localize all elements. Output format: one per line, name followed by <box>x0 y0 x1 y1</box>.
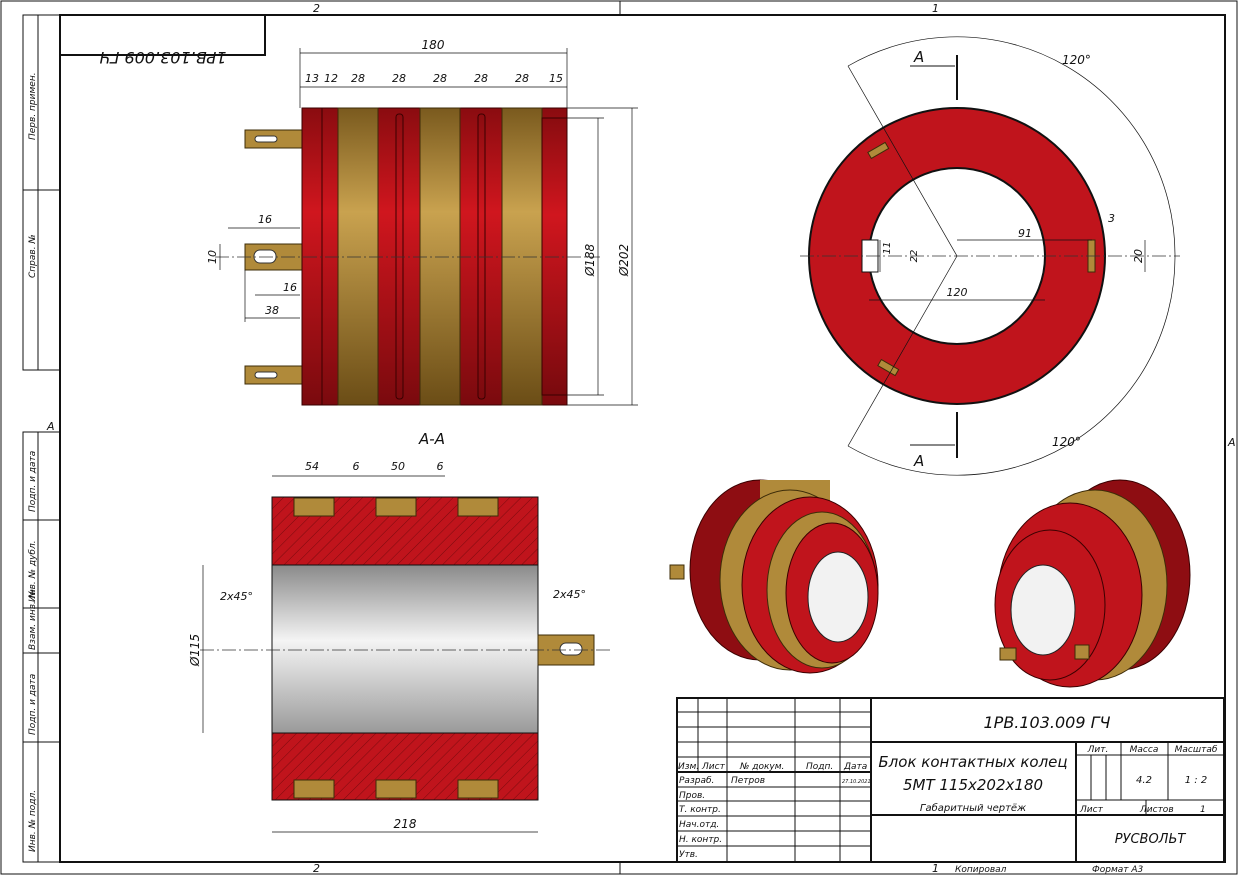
dim-11: 11 <box>882 242 893 255</box>
dim-term-length: 38 <box>265 304 279 317</box>
strip-sprav: Справ. № <box>28 234 38 278</box>
angle-bottom: 120° <box>1052 435 1081 449</box>
dim-segment: 12 <box>324 72 338 85</box>
ring <box>501 107 543 406</box>
sheet-label: Лист <box>1079 805 1104 815</box>
dim-segment: 15 <box>549 72 563 85</box>
bore <box>271 564 539 734</box>
dim-term-width: 16 <box>258 213 272 226</box>
lit-label: Лит. <box>1087 745 1109 755</box>
role-utv: Утв. <box>679 850 698 860</box>
zone-top-right: 1 <box>932 2 939 15</box>
mirrored-designation-box <box>59 14 266 56</box>
mass-value: 4.2 <box>1136 775 1152 786</box>
section-title: А-А <box>418 430 445 448</box>
zone-bottom-right: 1 <box>932 862 939 875</box>
developer-date: 27.10.2021 <box>842 779 871 785</box>
dim-segment: 28 <box>392 72 406 85</box>
dim-section: 50 <box>391 460 405 473</box>
dim-segment: 28 <box>351 72 365 85</box>
dim-term-height: 10 <box>206 250 219 264</box>
dim-section: 54 <box>305 460 319 473</box>
role-prov: Пров. <box>679 791 705 801</box>
dim-segment: 28 <box>433 72 447 85</box>
section-view: А-А 54 6 50 6 218 Ø115 2x45° 2x45° <box>188 430 610 833</box>
company-name: РУСВОЛЬТ <box>1115 832 1187 847</box>
scale-label: Масштаб <box>1175 745 1218 755</box>
dim-section: 6 <box>437 460 444 473</box>
strip-inv-dubl: Инв. № дубл. <box>28 540 38 602</box>
isometric-view-2 <box>994 479 1191 688</box>
zone-side-right: A <box>1227 436 1236 449</box>
mass-label: Масса <box>1130 745 1159 755</box>
left-strip: Перв. примен. Справ. № Подп. и дата Инв.… <box>22 14 61 863</box>
dim-3: 3 <box>1108 212 1115 225</box>
developer-name: Петров <box>731 776 765 786</box>
dim-segment: 28 <box>515 72 529 85</box>
dim-section: 6 <box>353 460 360 473</box>
isometric-view-1 <box>669 479 879 674</box>
zone-side-left: A <box>46 420 55 433</box>
dim-20: 20 <box>1132 249 1145 263</box>
sheets-label: Листов <box>1139 805 1174 815</box>
angle-top: 120° <box>1062 53 1091 67</box>
doc-type: Габаритный чертёж <box>920 802 1026 814</box>
title-line1: Блок контактных колец <box>878 753 1067 771</box>
header-date: Дата <box>843 762 867 772</box>
section-mark-top: А <box>913 48 924 66</box>
header-sign: Подп. <box>806 762 833 772</box>
dim-91: 91 <box>1018 227 1032 240</box>
title-line2: 5МТ 115x202x180 <box>903 776 1043 794</box>
header-izm: Изм. <box>678 762 699 772</box>
title-block: Изм. Лист № докум. Подп. Дата Разраб. Пр… <box>676 697 1225 875</box>
scale-value: 1 : 2 <box>1185 775 1207 786</box>
dim-dia-188: Ø188 <box>583 243 597 277</box>
front-view: А А 120° 120° 91 3 20 11 22 120 <box>800 36 1180 476</box>
sheets-value: 1 <box>1200 805 1206 815</box>
strip-podp-data-2: Подп. и дата <box>28 674 38 735</box>
dim-length-218: 218 <box>394 817 417 831</box>
zone-top-left: 2 <box>313 2 320 15</box>
role-nkontr: Н. контр. <box>679 835 722 845</box>
dim-dia-202: Ø202 <box>617 244 631 277</box>
chamfer-right: 2x45° <box>553 588 586 601</box>
strip-podp-data-1: Подп. и дата <box>28 451 38 512</box>
dim-segment: 28 <box>474 72 488 85</box>
dim-bore-115: Ø115 <box>188 634 202 667</box>
ring <box>337 107 379 406</box>
copied-by: Копировал <box>955 865 1007 875</box>
dim-120: 120 <box>947 286 968 299</box>
role-nachotd: Нач.отд. <box>679 820 719 830</box>
side-view: 180 13 12 28 28 28 28 28 15 Ø188 Ø202 16… <box>206 38 638 406</box>
chamfer-left: 2x45° <box>220 590 253 603</box>
section-mark-bottom: А <box>913 452 924 470</box>
role-tkontr: Т. контр. <box>679 805 721 815</box>
role-razrab: Разраб. <box>679 776 714 786</box>
format: Формат А3 <box>1092 865 1144 875</box>
dim-segment: 13 <box>305 72 319 85</box>
ring <box>419 107 461 406</box>
mirrored-designation: 1РВ.103.009 ГЧ <box>99 48 226 67</box>
dim-22: 22 <box>909 250 920 263</box>
dim-overall-length: 180 <box>422 38 445 52</box>
strip-inv-podl: Инв. № подл. <box>28 790 38 852</box>
strip-vzam-inv: Взам. инв. № <box>28 589 38 650</box>
zone-bottom-left: 2 <box>313 862 320 875</box>
designation: 1РВ.103.009 ГЧ <box>983 713 1110 732</box>
header-list: Лист <box>701 762 726 772</box>
dim-term-offset: 16 <box>283 281 297 294</box>
header-doc: № докум. <box>739 762 784 772</box>
strip-perv-primen: Перв. примен. <box>28 72 38 140</box>
